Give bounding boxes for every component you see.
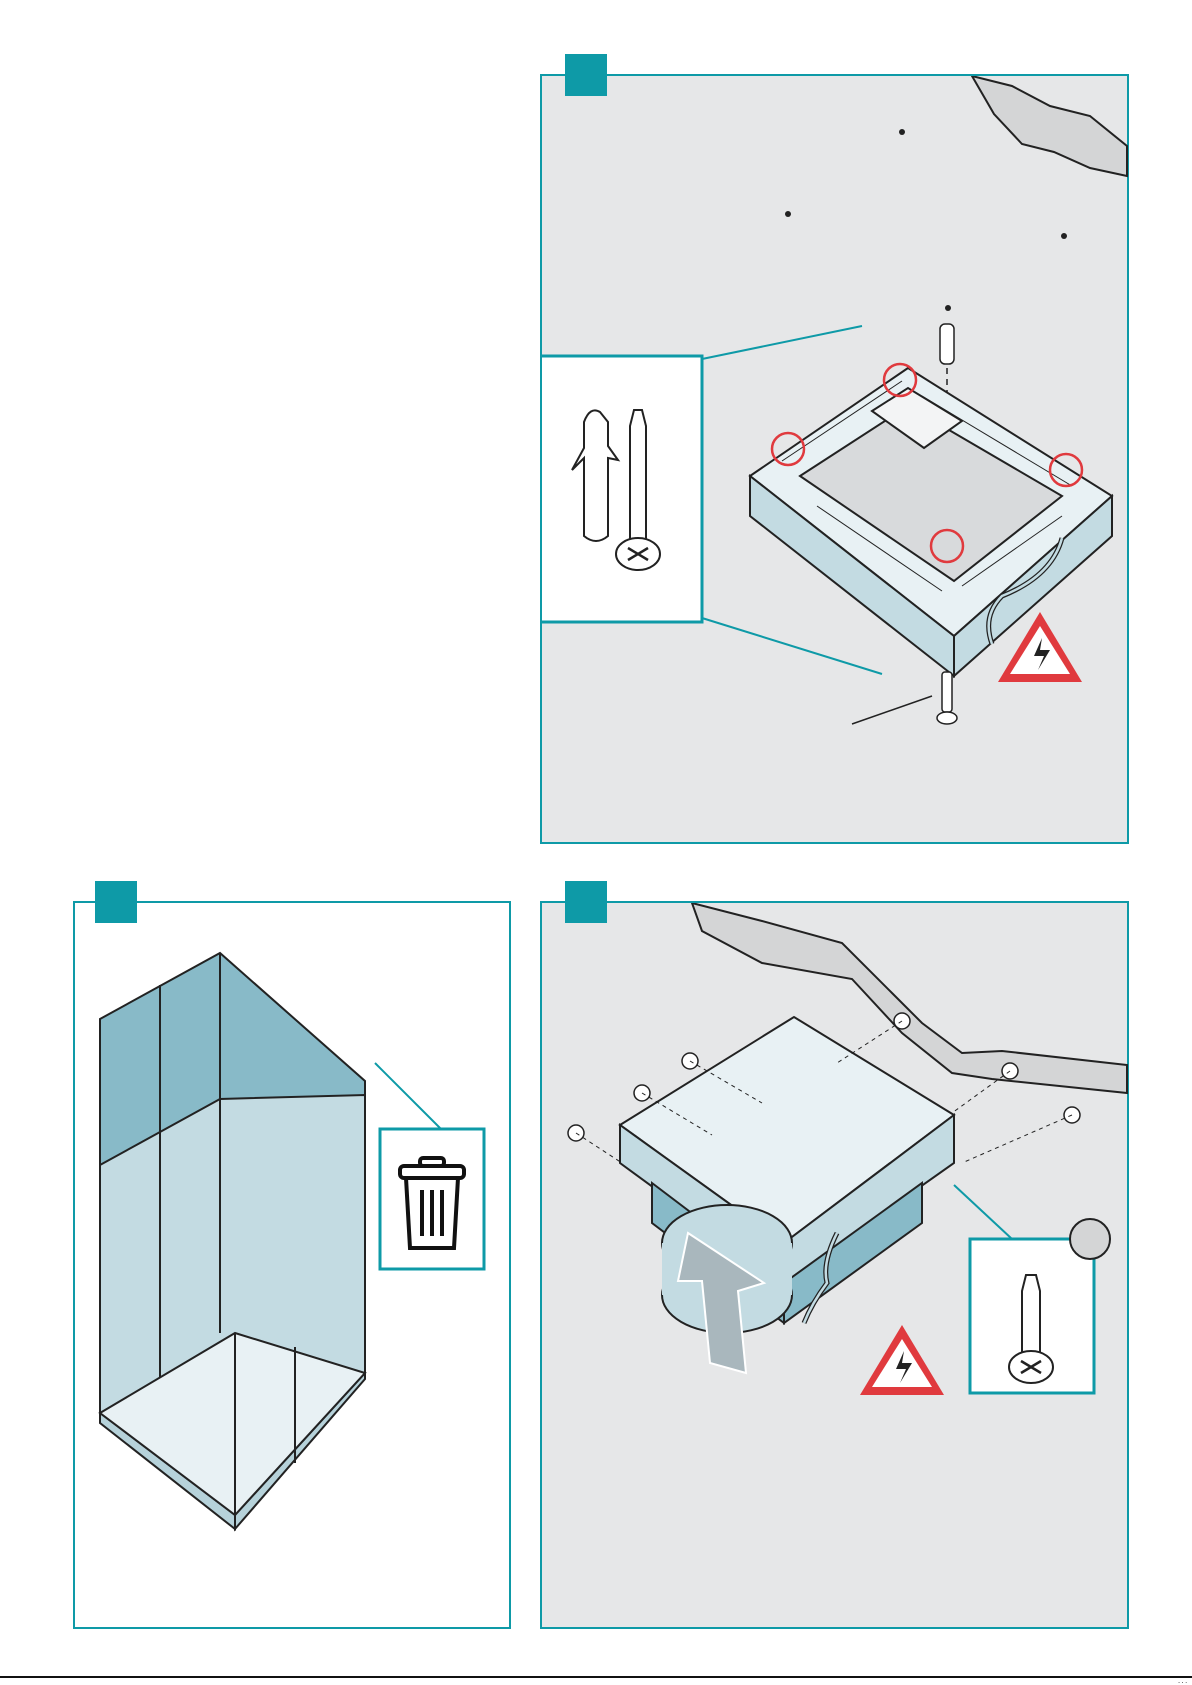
- step-panel-hood-mounting: [540, 901, 1129, 1629]
- ceiling-drill-holes: [785, 129, 1067, 311]
- chimney-section-illustration: [75, 903, 513, 1631]
- electric-hazard-icon: [860, 1325, 944, 1395]
- leader-line: [852, 696, 932, 724]
- step-panel-discard-section: [73, 901, 511, 1629]
- wall-plug-small: [940, 324, 954, 364]
- footer-rule: [0, 1676, 1192, 1678]
- hood-body: [620, 1017, 954, 1333]
- hood-mounting-illustration: [542, 903, 1131, 1631]
- quantity-badge: [1070, 1219, 1110, 1259]
- bracket-mounting-illustration: [542, 76, 1131, 846]
- wood-screw-small: [937, 672, 957, 724]
- mounting-bracket: [750, 368, 1112, 676]
- step-panel-bracket-mounting: [540, 74, 1129, 844]
- ceiling-edge: [972, 76, 1127, 176]
- footer-code: ...: [1177, 1678, 1188, 1685]
- fixing-callout-box: [542, 356, 702, 622]
